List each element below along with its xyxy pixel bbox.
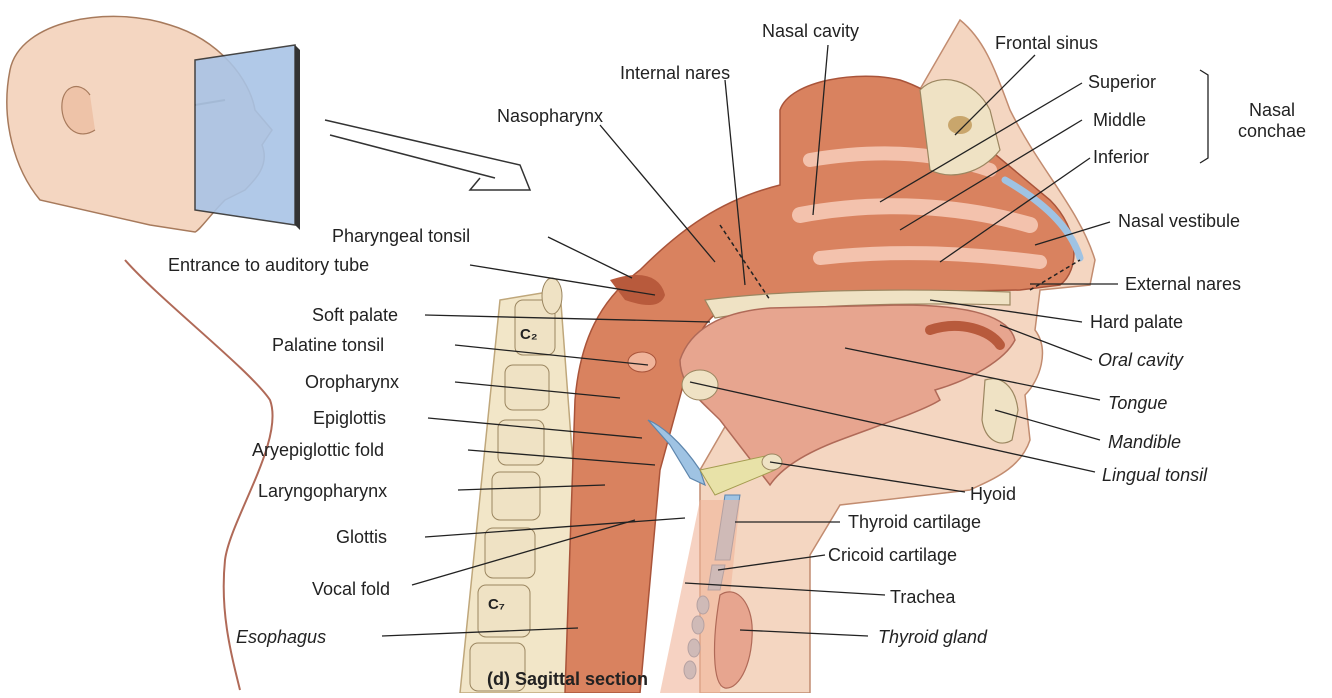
label-oropharynx: Oropharynx (305, 373, 399, 391)
figure-caption: (d) Sagittal section (487, 670, 648, 688)
label-mandible: Mandible (1108, 433, 1181, 451)
label-tongue: Tongue (1108, 394, 1167, 412)
label-middle: Middle (1093, 111, 1146, 129)
label-pharyngeal-tonsil: Pharyngeal tonsil (332, 227, 470, 245)
label-superior: Superior (1088, 73, 1156, 91)
label-hyoid: Hyoid (970, 485, 1016, 503)
label-vertebra-c7: C₇ (488, 597, 505, 612)
label-epiglottis: Epiglottis (313, 409, 386, 427)
label-hard-palate: Hard palate (1090, 313, 1183, 331)
label-entrance-auditory-tube: Entrance to auditory tube (168, 256, 369, 274)
label-cricoid-cartilage: Cricoid cartilage (828, 546, 957, 564)
label-lingual-tonsil: Lingual tonsil (1102, 466, 1207, 484)
label-nasal-conchae: Nasal conchae (1222, 100, 1322, 141)
label-soft-palate: Soft palate (312, 306, 398, 324)
label-nasopharynx: Nasopharynx (497, 107, 603, 125)
head-inset (7, 16, 530, 232)
label-external-nares: External nares (1125, 275, 1241, 293)
label-vocal-fold: Vocal fold (312, 580, 390, 598)
label-aryepiglottic-fold: Aryepiglottic fold (252, 441, 384, 459)
label-nasal-cavity: Nasal cavity (762, 22, 859, 40)
label-frontal-sinus: Frontal sinus (995, 34, 1098, 52)
label-inferior: Inferior (1093, 148, 1149, 166)
label-trachea: Trachea (890, 588, 955, 606)
label-laryngopharynx: Laryngopharynx (258, 482, 387, 500)
label-vertebra-c2: C₂ (520, 327, 538, 342)
label-esophagus: Esophagus (236, 628, 326, 646)
label-thyroid-cartilage: Thyroid cartilage (848, 513, 981, 531)
label-oral-cavity: Oral cavity (1098, 351, 1183, 369)
label-palatine-tonsil: Palatine tonsil (272, 336, 384, 354)
body-outline (125, 260, 273, 690)
label-glottis: Glottis (336, 528, 387, 546)
label-thyroid-gland: Thyroid gland (878, 628, 987, 646)
label-internal-nares: Internal nares (620, 64, 730, 82)
label-nasal-vestibule: Nasal vestibule (1118, 212, 1240, 230)
